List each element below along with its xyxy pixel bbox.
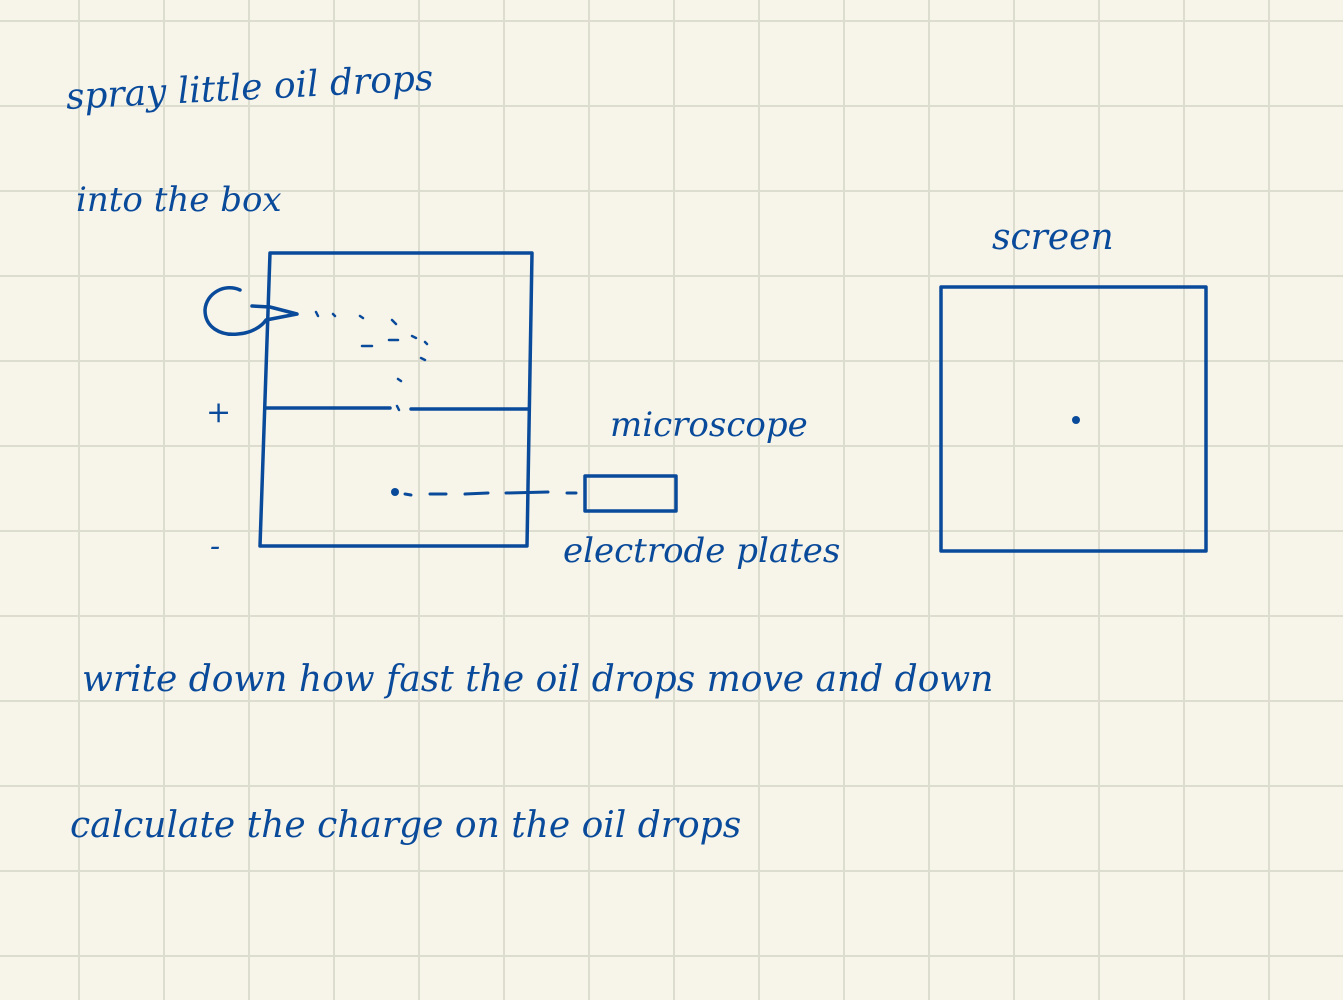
observed-drop [391, 488, 399, 496]
screen-drop-dot [1072, 416, 1080, 424]
label-minus: - [210, 529, 221, 564]
note-calculate-charge: calculate the charge on the oil drops [70, 805, 742, 846]
drop-trail [314, 310, 429, 412]
note-into-box: into the box [76, 180, 282, 220]
screen-box [939, 285, 1208, 553]
label-electrode-plates: electrode plates [563, 531, 841, 571]
label-microscope: microscope [610, 405, 808, 445]
label-plus: + [206, 395, 232, 430]
note-write-speed: write down how fast the oil drops move a… [82, 659, 994, 700]
microscope-sight-line [403, 490, 578, 497]
chamber-box [258, 251, 534, 548]
label-screen: screen [992, 217, 1114, 258]
microscope [583, 474, 678, 513]
atomizer-sprayer [203, 286, 299, 336]
upper-electrode-plate [264, 406, 531, 411]
